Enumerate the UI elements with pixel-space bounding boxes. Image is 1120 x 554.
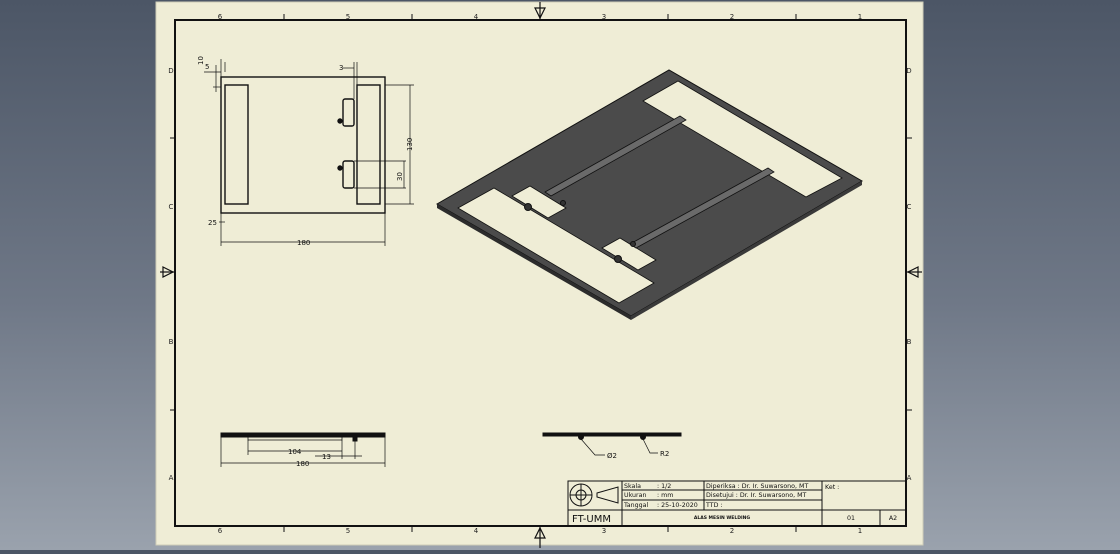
scale-label: Skala [624, 483, 641, 490]
dim-3: 3 [339, 64, 343, 72]
bracket-bottom [342, 160, 355, 189]
dim-30: 30 [396, 172, 404, 181]
zone-bottom-label: 2 [730, 527, 734, 535]
bracket-window-1 [511, 185, 567, 219]
dim-180-bottom: 180 [296, 460, 309, 468]
hole-marker [337, 118, 343, 124]
dim-130: 130 [406, 138, 414, 151]
remarks-label: Ket : [825, 484, 839, 491]
unit-value: : mm [657, 492, 673, 499]
title-block-text: Skala : 1/2 Ukuran : mm Tanggal : 25-10-… [623, 483, 897, 522]
top-view-dims [204, 59, 414, 246]
title-block [567, 480, 907, 527]
front-view-dim-labels: 104 13 180 [288, 448, 331, 468]
side-plate [542, 432, 682, 437]
bolt-2 [560, 200, 566, 206]
front-plate [220, 432, 386, 438]
row-right-label: C [907, 203, 912, 211]
row-left-label: D [168, 67, 173, 75]
zone-labels: 6 5 4 3 2 1 6 5 4 3 2 1 D C B A D C B A [168, 13, 911, 535]
zone-bottom-label: 5 [346, 527, 350, 535]
bolt-3 [614, 255, 622, 263]
side-view-labels: Ø2 R2 [607, 450, 669, 460]
dim-10: 10 [197, 56, 205, 65]
zone-top-label: 5 [346, 13, 350, 21]
dim-104: 104 [288, 448, 302, 456]
slot-far [642, 80, 843, 198]
logo-cone [596, 486, 619, 504]
dim-diameter: Ø2 [607, 452, 617, 460]
zone-bottom-label: 4 [474, 527, 479, 535]
row-left-label: C [169, 203, 174, 211]
front-view [220, 432, 386, 467]
plate-front-edge [437, 204, 631, 320]
paper-size: A2 [889, 515, 897, 522]
dim-13: 13 [322, 453, 331, 461]
dim-radius: R2 [660, 450, 669, 458]
bracket-top [342, 98, 355, 127]
signature-field: TTD : [705, 502, 723, 509]
slot-left [224, 84, 249, 205]
bracket-window-2 [601, 237, 657, 271]
zone-top-label: 6 [218, 13, 223, 21]
scale-value: : 1/2 [657, 483, 671, 490]
side-view [542, 432, 682, 456]
zone-bottom-label: 6 [218, 527, 223, 535]
zone-bottom-label: 1 [858, 527, 862, 535]
base-plate-outline [220, 76, 386, 214]
row-left-label: B [169, 338, 174, 346]
zone-top-label: 4 [474, 13, 479, 21]
paper-background [155, 1, 924, 546]
dim-5: 5 [205, 63, 209, 71]
unit-label: Ukuran [624, 492, 647, 499]
checked-by: Diperiksa : Dr. Ir. Suwarsono, MT [706, 483, 808, 490]
drawing-title: ALAS MESIN WELDING [694, 515, 751, 521]
zone-top-label: 2 [730, 13, 734, 21]
dim-25: 25 [208, 219, 217, 227]
bolt-1 [524, 203, 532, 211]
approved-by: Disetujui : Dr. Ir. Suwarsono, MT [706, 492, 807, 499]
hole-marker [337, 165, 343, 171]
zone-top-label: 1 [858, 13, 862, 21]
organization-label: FT-UMM [572, 514, 611, 525]
row-right-label: B [907, 338, 912, 346]
top-view [220, 76, 386, 214]
row-left-label: A [169, 474, 174, 482]
rod-section-2 [640, 434, 646, 440]
slot-right [356, 84, 381, 205]
isometric-view [436, 69, 863, 320]
row-right-label: A [907, 474, 912, 482]
rod-section-1 [578, 434, 584, 440]
bolt-4 [630, 241, 636, 247]
sheet-number: 01 [847, 515, 855, 522]
date-label: Tanggal [623, 502, 649, 509]
zone-top-label: 3 [602, 13, 606, 21]
dim-180-top: 180 [297, 239, 310, 247]
centering-marks [160, 2, 922, 548]
plate-right-edge [631, 181, 862, 320]
zone-bottom-label: 3 [602, 527, 606, 535]
date-value: : 25-10-2020 [657, 502, 698, 509]
rod-1 [544, 115, 687, 197]
row-right-label: D [906, 67, 911, 75]
slot-near [457, 187, 655, 304]
top-view-dim-labels: 10 5 3 130 30 25 180 [197, 56, 414, 247]
